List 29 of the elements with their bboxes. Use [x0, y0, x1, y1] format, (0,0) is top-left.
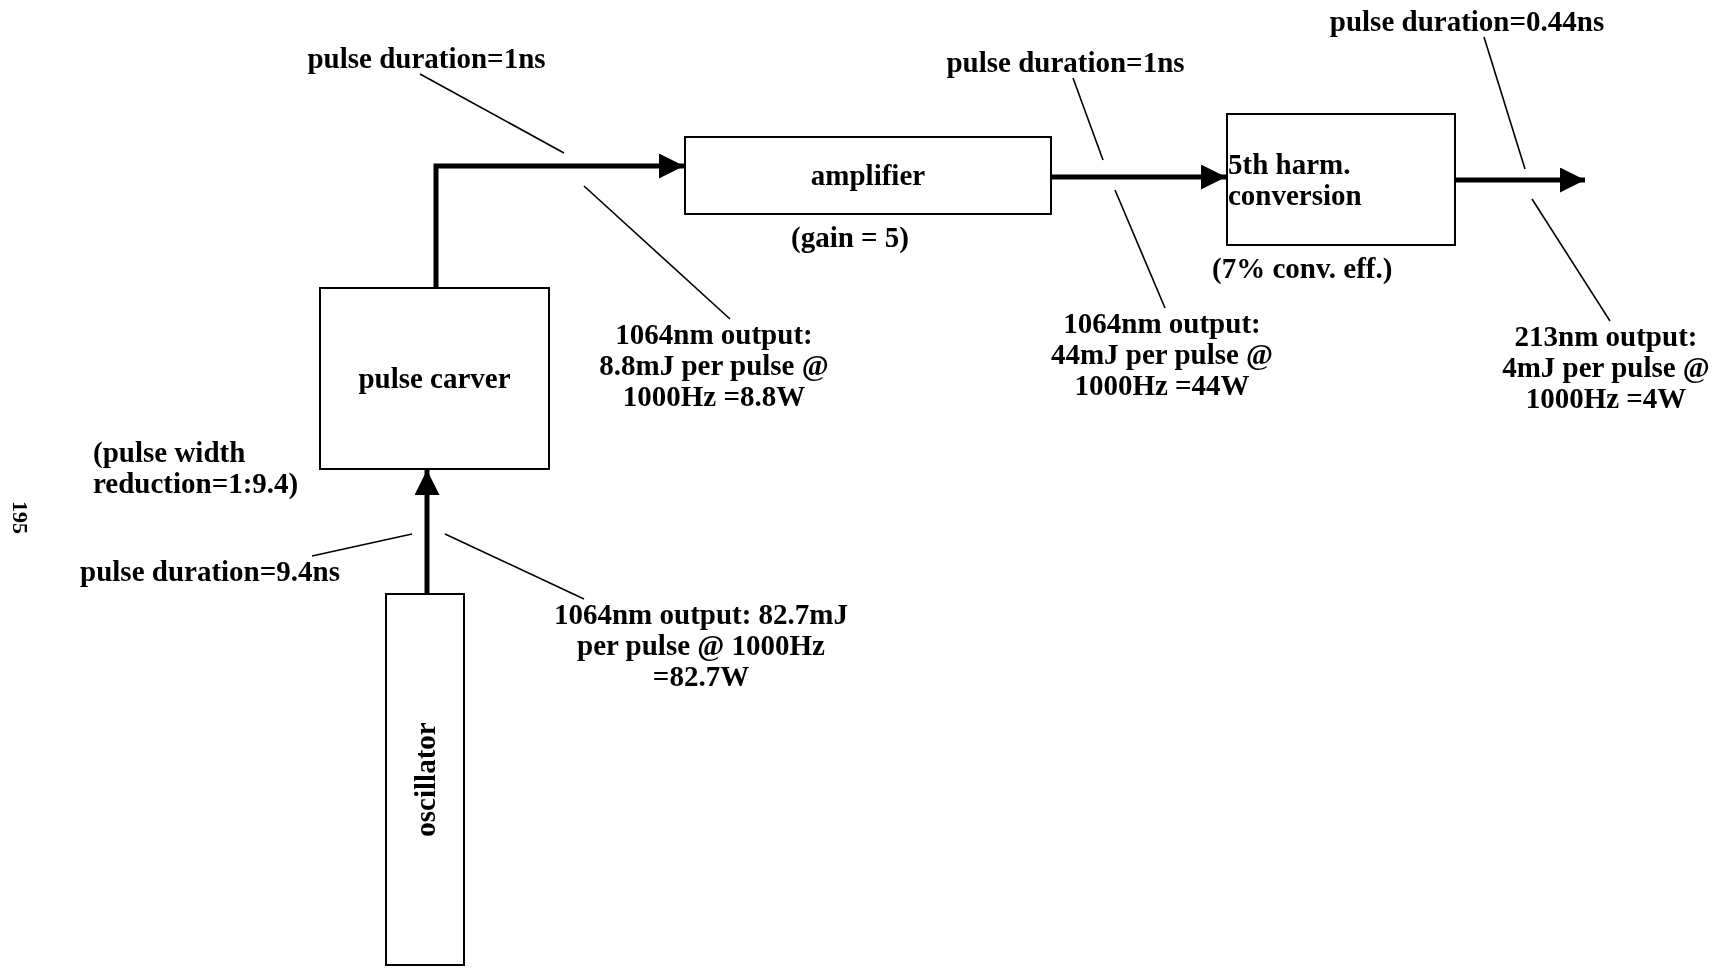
annotation-text: (pulse width reduction=1:9.4): [93, 437, 300, 499]
leader-line: [1072, 77, 1104, 161]
arrow: [1052, 164, 1226, 190]
leader-line: [419, 73, 565, 154]
leader-line: [444, 533, 585, 600]
leader-line: [311, 533, 413, 557]
annotation-text: 1064nm output: 82.7mJ per pulse @ 1000Hz =82.7W: [552, 599, 850, 692]
leader-line: [583, 185, 731, 320]
arrow: [414, 470, 440, 593]
annotation-text: 213nm output: 4mJ per pulse @ 1000Hz =4W: [1501, 321, 1711, 414]
box-label: oscillator: [409, 722, 441, 837]
annotation-text: pulse duration=0.44ns: [1328, 6, 1606, 37]
box-label: pulse carver: [358, 363, 511, 394]
annotation-text: (gain = 5): [791, 222, 910, 253]
annotation-text: 1064nm output: 44mJ per pulse @ 1000Hz =44W: [1049, 308, 1275, 401]
box-label: 5th harm. conversion: [1228, 148, 1363, 211]
process-box: [385, 593, 465, 966]
leader-line: [1114, 189, 1166, 309]
annotation-text: 1064nm output: 8.8mJ per pulse @ 1000Hz =8.8W: [598, 319, 830, 412]
annotation-text: (7% conv. eff.): [1212, 253, 1393, 284]
leader-line: [1483, 36, 1526, 170]
annotation-text: pulse duration=1ns: [945, 47, 1186, 78]
page-number: 195: [7, 501, 34, 534]
annotation-text: pulse duration=9.4ns: [80, 556, 340, 587]
leader-line: [1531, 198, 1611, 322]
box-label: amplifier: [810, 160, 926, 191]
arrow: [1456, 167, 1585, 193]
arrow: [433, 153, 684, 287]
annotation-text: pulse duration=1ns: [306, 43, 547, 74]
